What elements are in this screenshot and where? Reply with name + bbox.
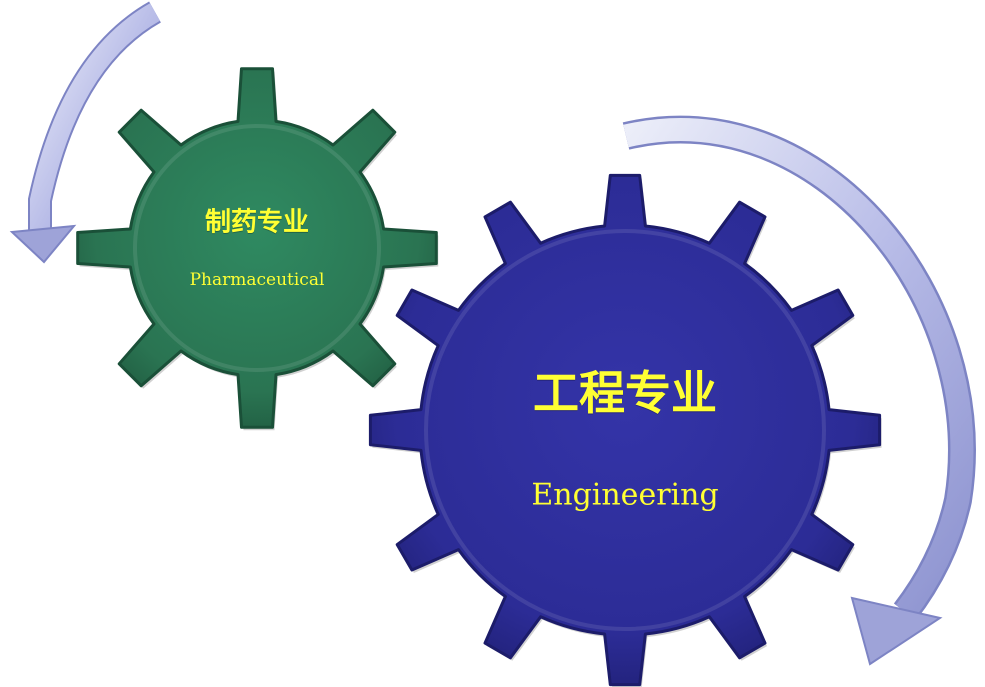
- left-arrow: [9, 1, 162, 264]
- engineering-gear: [368, 173, 882, 687]
- engineering-title: 工程专业: [533, 366, 717, 420]
- gear-body: [368, 173, 882, 687]
- gear-highlight: [424, 229, 826, 631]
- gear-body: [76, 67, 438, 429]
- pharmaceutical-title: 制药专业: [204, 207, 310, 238]
- gear-highlight: [133, 124, 381, 372]
- right-arrow: [622, 115, 976, 666]
- pharmaceutical-gear: [76, 67, 439, 431]
- pharmaceutical-subtitle: Pharmaceutical: [189, 270, 325, 290]
- engineering-subtitle: Engineering: [531, 477, 719, 513]
